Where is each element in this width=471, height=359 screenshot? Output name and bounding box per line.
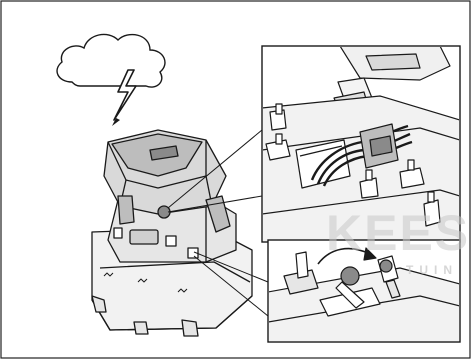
contact-pin-left (265, 103, 291, 161)
plug-right (377, 255, 401, 299)
detail-panel-lower (267, 239, 461, 343)
protective-cap-icon (335, 266, 365, 309)
zoom-lines-lower (193, 251, 269, 317)
cloud-icon (56, 33, 166, 88)
zoom-lines-upper (167, 129, 263, 213)
watermark-line-1: KEES (326, 205, 470, 261)
watermark-line-2: TUIN (406, 263, 458, 277)
lightning-bolt-icon (112, 69, 137, 126)
charging-station (91, 129, 253, 337)
terminal-left (283, 251, 319, 295)
watermark: KEES TUIN (326, 205, 470, 277)
detail-panel-upper (261, 45, 461, 243)
connect-arrow-icon (317, 247, 377, 265)
